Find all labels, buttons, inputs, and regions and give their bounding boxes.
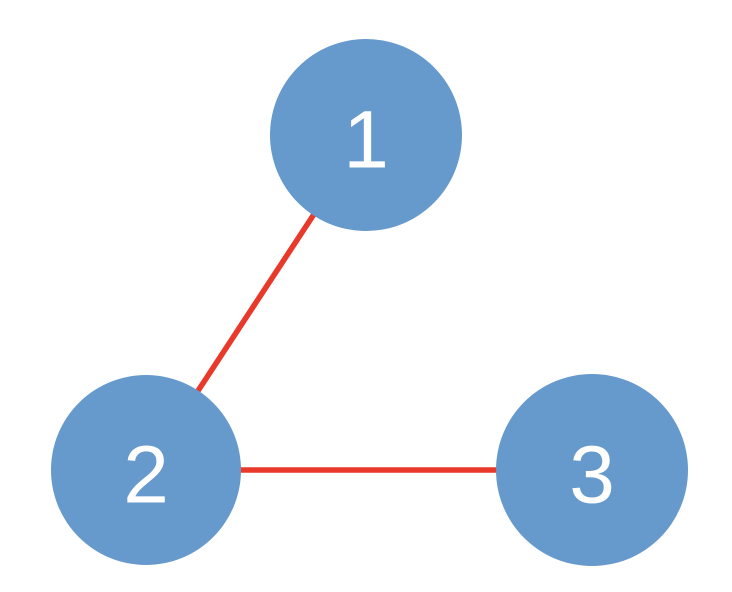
node-1 xyxy=(270,39,462,231)
node-3-label: 3 xyxy=(569,430,615,521)
node-2 xyxy=(51,375,241,565)
node-2-label: 2 xyxy=(123,430,169,521)
node-1-label: 1 xyxy=(343,95,389,186)
node-3 xyxy=(496,374,688,566)
